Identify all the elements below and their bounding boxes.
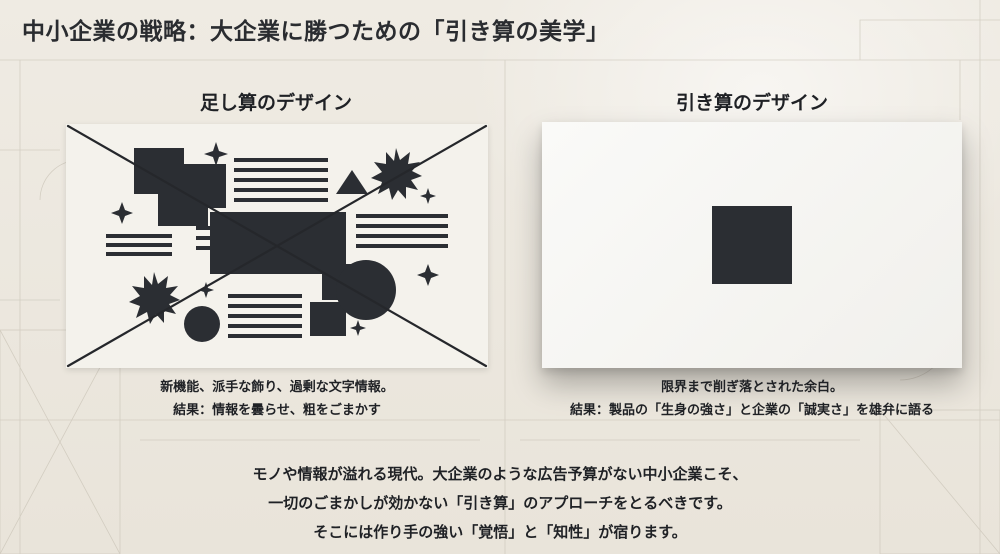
text-lines [234, 158, 328, 202]
text-lines [106, 234, 172, 256]
sparkle-icon [111, 202, 133, 224]
conclusion-line: そこには作り手の強い「覚悟」と「知性」が宿ります。 [313, 523, 687, 541]
text-lines [196, 226, 216, 250]
caption-line: 結果：製品の「生身の強さ」と企業の「誠実さ」を雄弁に語る [569, 403, 934, 418]
left-panel-heading: 足し算のデザイン [199, 92, 352, 114]
text-lines [228, 294, 302, 338]
square-block [310, 302, 346, 336]
conclusion-line: 一切のごまかしが効かない「引き算」のアプローチをとるべきです。 [268, 494, 732, 512]
conclusion-line: モノや情報が溢れる現代。大企業のような広告予算がない中小企業こそ、 [252, 465, 748, 483]
circle-shape [336, 260, 396, 320]
center-rectangle [210, 212, 346, 274]
addition-design-card [66, 124, 488, 368]
minimal-illustration [712, 206, 792, 284]
starburst-icon [371, 148, 422, 200]
caption-line: 結果：情報を曇らせ、粗をごまかす [173, 403, 381, 418]
sparkle-icon [204, 142, 228, 166]
right-panel-heading: 引き算のデザイン [675, 92, 828, 114]
caption-line: 新機能、派手な飾り、過剰な文字情報。 [160, 380, 394, 395]
subtraction-design-card [542, 122, 962, 368]
page-title: 中小企業の戦略：大企業に勝つための「引き算の美学」 [22, 19, 610, 45]
conclusion-text: モノや情報が溢れる現代。大企業のような広告予算がない中小企業こそ、 一切のごまか… [120, 460, 880, 547]
single-square-block [712, 206, 792, 284]
left-panel-caption: 新機能、派手な飾り、過剰な文字情報。 結果：情報を曇らせ、粗をごまかす [66, 376, 488, 422]
sparkle-icon [350, 320, 366, 336]
sparkle-icon [420, 188, 436, 204]
x-mark-icon [66, 124, 488, 368]
cluttered-illustration [66, 124, 488, 368]
starburst-icon [129, 272, 180, 324]
right-panel-caption: 限界まで削ぎ落とされた余白。 結果：製品の「生身の強さ」と企業の「誠実さ」を雄弁… [520, 376, 984, 422]
text-lines [356, 214, 448, 248]
sparkle-icon [417, 264, 439, 286]
sparkle-icon [198, 282, 214, 298]
triangle-shape [336, 170, 368, 194]
caption-line: 限界まで削ぎ落とされた余白。 [660, 380, 843, 395]
circle-shape [184, 306, 220, 342]
square-block [158, 184, 208, 226]
